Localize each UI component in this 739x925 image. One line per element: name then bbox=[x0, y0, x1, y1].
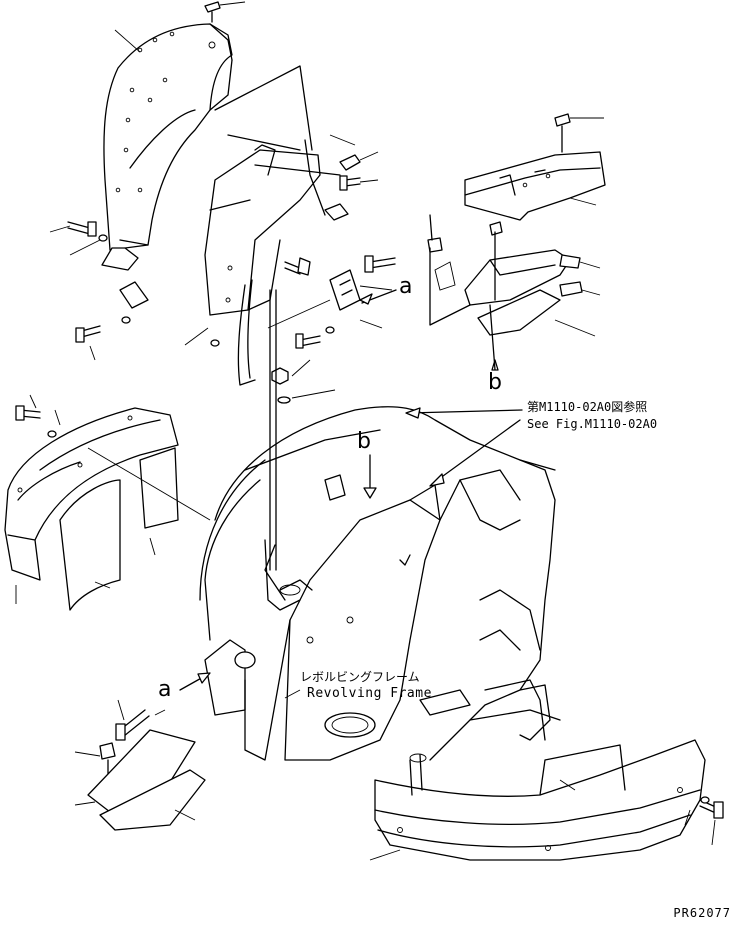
connection-mark-a-lower: a bbox=[158, 677, 172, 702]
lower-left-plate bbox=[74, 699, 206, 831]
left-bolts-and-brackets bbox=[49, 221, 149, 361]
connection-mark-b-lower: b bbox=[357, 429, 371, 454]
reference-leaders bbox=[179, 407, 523, 699]
left-side-cover bbox=[4, 394, 211, 611]
upper-left-cover bbox=[103, 1, 246, 251]
frame-label-japanese: レボルビングフレーム bbox=[300, 670, 420, 684]
counterweight bbox=[369, 739, 724, 861]
connection-mark-b-upper: b bbox=[488, 370, 502, 395]
reference-note-japanese: 第M1110-02A0図参照 bbox=[527, 400, 648, 414]
connection-mark-a-upper: a bbox=[399, 274, 413, 299]
center-bracket-assembly bbox=[184, 65, 397, 386]
frame-label-english: Revolving Frame bbox=[307, 686, 432, 701]
reference-note-english: See Fig.M1110-02A0 bbox=[527, 417, 658, 431]
right-upper-cover bbox=[427, 113, 606, 371]
drawing-code: PR62077 bbox=[673, 906, 731, 920]
revolving-frame bbox=[199, 289, 561, 761]
